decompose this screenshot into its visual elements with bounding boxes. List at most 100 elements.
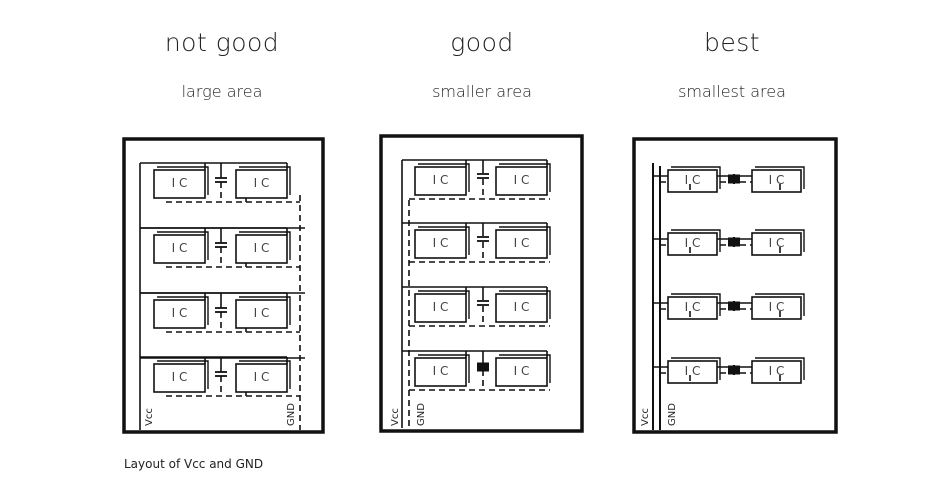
ic-chip-outline — [414, 229, 467, 259]
ic-chip-edge — [418, 290, 470, 319]
ic-chip-outline — [414, 166, 467, 196]
ic-chip: I C — [414, 163, 470, 196]
ic-label: I C — [172, 306, 188, 320]
ic-label: I C — [254, 176, 270, 190]
ic-chip: I C — [667, 229, 721, 256]
ic-label: I C — [433, 236, 449, 250]
ic-label: I C — [769, 364, 785, 378]
ic-label: I C — [514, 300, 530, 314]
ic-label: I C — [433, 364, 449, 378]
ic-label: I C — [433, 173, 449, 187]
ic-chip-edge — [239, 231, 291, 260]
ic-chip: I C — [495, 354, 551, 387]
ic-chip-outline — [667, 232, 718, 256]
ic-chip-outline — [495, 293, 548, 323]
ic-chip-outline — [667, 360, 718, 384]
decoupling-capacitor — [477, 362, 489, 372]
ic-chip-edge — [418, 163, 470, 192]
ic-chip-outline — [235, 299, 288, 329]
ic-chip-outline — [667, 296, 718, 320]
ic-chip-outline — [667, 169, 718, 193]
ic-label: I C — [514, 364, 530, 378]
panel-subtitle-smallest-area: smallest area — [678, 82, 786, 101]
ic-chip-outline — [495, 357, 548, 387]
ic-chip-edge — [418, 354, 470, 383]
ic-chip-edge — [499, 226, 551, 255]
ic-chip: I C — [235, 166, 291, 199]
panel-frame-good — [379, 134, 584, 433]
ic-chip-edge — [157, 166, 209, 195]
ic-chip-outline — [235, 363, 288, 393]
ic-chip: I C — [414, 354, 470, 387]
ic-chip-outline — [751, 296, 802, 320]
ic-chip: I C — [751, 357, 805, 384]
ic-chip-outline — [751, 360, 802, 384]
decoupling-capacitor — [728, 365, 740, 375]
ic-chip-edge — [755, 293, 805, 316]
ic-label: I C — [254, 370, 270, 384]
decoupling-capacitor — [728, 301, 740, 311]
decoupling-capacitor — [215, 242, 227, 248]
ic-chip-edge — [157, 296, 209, 325]
panel-frame-not-good — [122, 137, 325, 434]
ic-chip: I C — [751, 166, 805, 193]
panel-title-best: best — [703, 28, 761, 57]
ic-chip: I C — [667, 357, 721, 384]
panel-subtitle-smaller-area: smaller area — [432, 82, 532, 101]
ic-chip-outline — [153, 299, 206, 329]
ic-chip-edge — [755, 229, 805, 252]
ic-chip-edge — [239, 166, 291, 195]
ic-label: I C — [172, 241, 188, 255]
ic-label: I C — [685, 173, 701, 187]
ic-chip: I C — [667, 166, 721, 193]
ic-chip-outline — [153, 169, 206, 199]
gnd-label: GND — [667, 403, 678, 426]
vcc-label: Vcc — [390, 408, 401, 426]
ic-chip: I C — [235, 296, 291, 329]
decoupling-capacitor — [728, 174, 740, 184]
decoupling-capacitor — [215, 371, 227, 377]
panel-title-not-good: not good — [164, 28, 280, 57]
ic-chip: I C — [153, 360, 209, 393]
ic-chip-edge — [755, 357, 805, 380]
vcc-label: Vcc — [640, 408, 651, 426]
ic-chip-edge — [671, 229, 721, 252]
ic-chip: I C — [495, 290, 551, 323]
ic-chip: I C — [495, 163, 551, 196]
gnd-label: GND — [286, 403, 297, 426]
ic-label: I C — [685, 364, 701, 378]
ic-chip-edge — [499, 163, 551, 192]
ic-label: I C — [769, 236, 785, 250]
vcc-label: Vcc — [144, 408, 155, 426]
ic-chip-edge — [755, 166, 805, 189]
ic-chip-outline — [414, 293, 467, 323]
ic-chip-edge — [239, 296, 291, 325]
ic-chip-edge — [499, 354, 551, 383]
panel-title-good: good — [450, 28, 514, 57]
ic-label: I C — [172, 370, 188, 384]
ic-chip-outline — [495, 229, 548, 259]
ic-chip: I C — [667, 293, 721, 320]
ic-label: I C — [769, 300, 785, 314]
decoupling-capacitor — [215, 177, 227, 183]
ic-chip-edge — [157, 360, 209, 389]
ic-chip: I C — [235, 231, 291, 264]
ic-label: I C — [433, 300, 449, 314]
ic-chip-edge — [239, 360, 291, 389]
ic-chip-outline — [414, 357, 467, 387]
ic-chip-outline — [495, 166, 548, 196]
ic-chip-outline — [751, 169, 802, 193]
ic-chip-outline — [235, 169, 288, 199]
ic-label: I C — [769, 173, 785, 187]
ic-chip-edge — [671, 166, 721, 189]
ic-chip: I C — [235, 360, 291, 393]
figure-caption: Layout of Vcc and GND — [124, 457, 264, 471]
ic-label: I C — [254, 306, 270, 320]
ic-chip-edge — [157, 231, 209, 260]
ic-label: I C — [514, 173, 530, 187]
ic-chip: I C — [153, 296, 209, 329]
ic-chip-edge — [671, 293, 721, 316]
ic-chip-outline — [751, 232, 802, 256]
ic-chip: I C — [751, 229, 805, 256]
decoupling-capacitor — [728, 237, 740, 247]
